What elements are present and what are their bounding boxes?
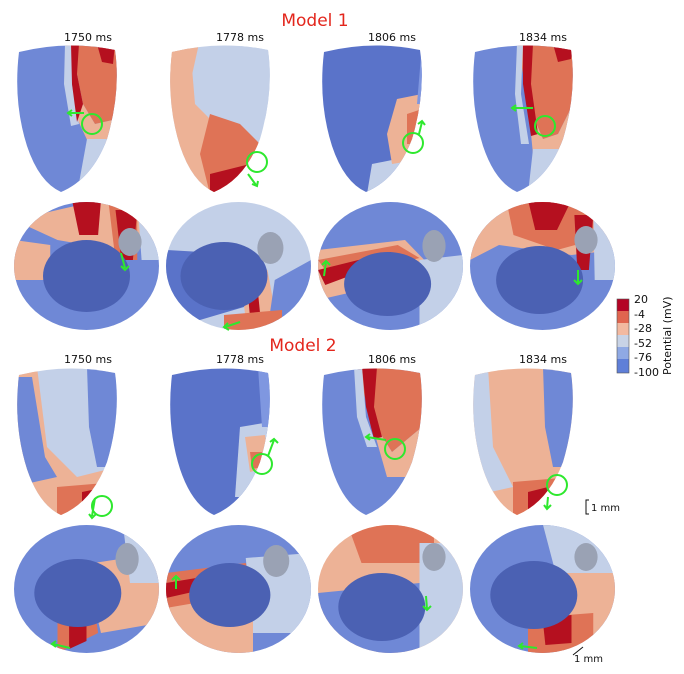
colorbar-label: Potential (mV) [661, 296, 674, 375]
model-2-title: Model 2 [269, 336, 336, 356]
scale-bar-ring-label: 1 mm [574, 654, 603, 665]
heart-ring-m2-1806 [318, 525, 464, 653]
marker-m1-ring-1778 [222, 321, 241, 331]
colorbar-swatch-3 [617, 335, 629, 347]
heart-ring-m2-1778 [166, 525, 312, 653]
heart-side-m2-1750 [17, 368, 117, 516]
colorbar-swatch-0 [617, 299, 629, 311]
heart-side-m1-1834 [473, 45, 573, 193]
marker-m1-1806 [402, 119, 426, 154]
marker-m2-ring-1778 [171, 574, 181, 589]
heart-side-m1-1806 [322, 45, 422, 193]
heart-side-m1-1750 [17, 45, 117, 193]
marker-m1-1750 [66, 109, 103, 135]
time-label-m1-1: 1750 ms [64, 31, 112, 44]
heart-side-m1-1778 [170, 45, 270, 193]
time-label-m2-3: 1806 ms [368, 353, 416, 366]
model-1-title: Model 1 [281, 11, 348, 31]
time-label-m1-4: 1834 ms [519, 31, 567, 44]
marker-m2-1778 [251, 437, 279, 475]
marker-m2-ring-1834 [517, 642, 538, 650]
scale-bar-side: 1 mm [585, 499, 620, 515]
marker-m1-1834 [510, 104, 556, 137]
marker-m1-ring-1750 [120, 252, 130, 272]
colorbar-tick-5: -100 [634, 366, 659, 379]
heart-side-m2-1778 [170, 368, 270, 516]
time-label-m2-4: 1834 ms [519, 353, 567, 366]
heart-ring-m2-1750 [14, 525, 160, 653]
colorbar-swatch-2 [617, 323, 629, 335]
marker-m2-1806 [364, 433, 406, 460]
scale-bar-side-label: 1 mm [591, 503, 620, 514]
heart-side-m2-1834 [473, 368, 573, 516]
time-label-m1-2: 1778 ms [216, 31, 264, 44]
marker-m2-1750 [88, 495, 113, 520]
time-label-m2-1: 1750 ms [64, 353, 112, 366]
heart-ring-m1-1778 [166, 202, 312, 330]
time-label-m1-3: 1806 ms [368, 31, 416, 44]
marker-m2-1834 [543, 474, 568, 511]
heart-side-m2-1806 [322, 368, 422, 516]
heart-ring-m1-1750 [14, 202, 160, 330]
colorbar-tick-3: -52 [634, 337, 652, 350]
time-label-m2-2: 1778 ms [216, 353, 264, 366]
colorbar: 20 -4 -28 -52 -76 -100 Potential (mV) [616, 293, 674, 379]
marker-m2-ring-1806 [422, 595, 432, 612]
colorbar-swatch-5 [617, 359, 629, 373]
colorbar-tick-0: 20 [634, 293, 648, 306]
colorbar-tick-2: -28 [634, 322, 652, 335]
heart-ring-m2-1834 [470, 525, 616, 653]
marker-m1-1778 [246, 151, 268, 188]
colorbar-tick-4: -76 [634, 351, 652, 364]
colorbar-swatch-4 [617, 347, 629, 359]
heart-ring-m1-1806 [318, 202, 464, 330]
marker-m1-ring-1806 [321, 259, 331, 277]
colorbar-swatch-1 [617, 311, 629, 323]
marker-m2-ring-1750 [50, 640, 71, 649]
heart-ring-m1-1834 [470, 202, 616, 330]
scale-bar-ring: 1 mm [572, 646, 603, 665]
marker-m1-ring-1834 [573, 270, 583, 286]
colorbar-tick-1: -4 [634, 308, 645, 321]
